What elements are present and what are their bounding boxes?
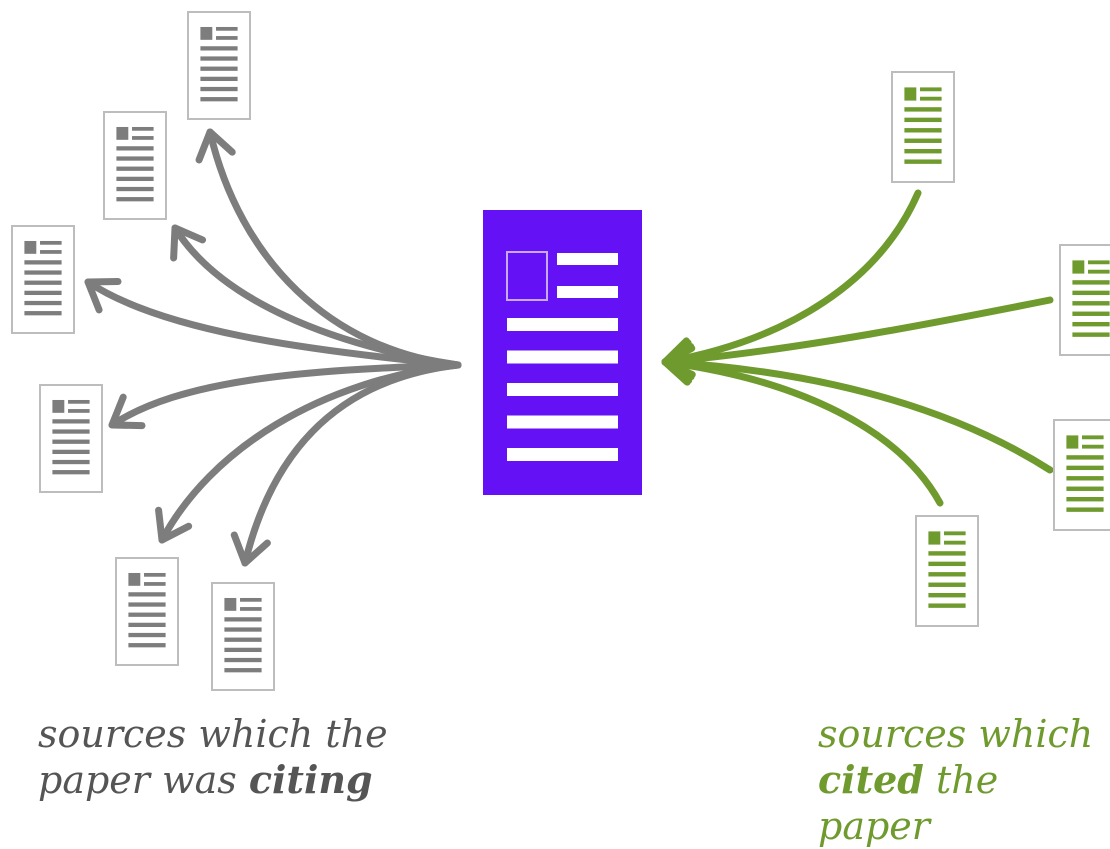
citing-arrow (230, 361, 462, 567)
citation-diagram (11, 11, 1110, 691)
citing-arrow (84, 278, 462, 369)
cited-arrow (661, 344, 944, 507)
citing-caption-bold: citing (248, 757, 373, 802)
cited-source-document-icon (1059, 244, 1110, 356)
citing-source-document-icon (211, 582, 275, 691)
cited-source-document-icon (915, 515, 979, 627)
cited-caption-line2: cited the paper (818, 757, 1110, 849)
cited-caption: sources which cited the paper (818, 711, 1110, 849)
citing-source-document-icon (103, 111, 167, 220)
citing-arrow (170, 224, 462, 369)
citing-caption-line1: sources which the (38, 712, 388, 756)
cited-caption-line1: sources which (818, 712, 1094, 756)
citation-arrows (84, 128, 1054, 567)
source-documents (11, 11, 1110, 691)
citing-source-document-icon (187, 11, 251, 120)
cited-caption-bold: cited (818, 757, 924, 802)
cited-source-document-icon (1053, 419, 1110, 531)
citing-caption: sources which the paper was citing (38, 711, 388, 803)
citing-caption-line2: paper was citing (38, 757, 388, 803)
citing-arrow (108, 361, 462, 430)
citing-source-document-icon (11, 225, 75, 334)
citing-caption-plain: paper was (38, 758, 249, 802)
cited-source-document-icon (891, 71, 955, 183)
central-paper-icon (483, 210, 642, 495)
citing-source-document-icon (115, 557, 179, 666)
citing-source-document-icon (39, 384, 103, 493)
cited-arrow (661, 342, 1054, 474)
